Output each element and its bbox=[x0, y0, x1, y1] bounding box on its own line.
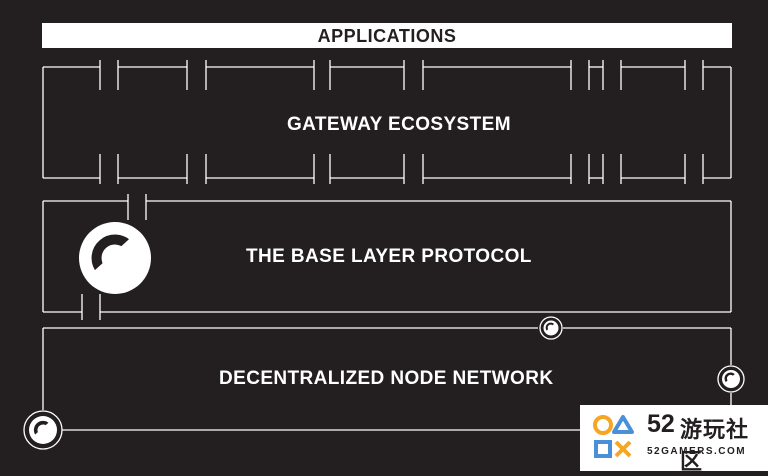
base-layer-label: THE BASE LAYER PROTOCOL bbox=[246, 246, 532, 267]
gateway-box-bottom-edge bbox=[43, 154, 731, 184]
watermark-logo bbox=[580, 405, 768, 471]
applications-bar: APPLICATIONS bbox=[42, 23, 732, 48]
watermark-number: 52 bbox=[647, 410, 675, 438]
protocol-logo-icon bbox=[79, 222, 151, 294]
node-icon-top bbox=[539, 316, 563, 340]
base-layer-box bbox=[42, 194, 732, 320]
node-icon-right bbox=[717, 365, 745, 393]
node-icon-bottom-left bbox=[23, 410, 63, 450]
gateway-ecosystem-label: GATEWAY ECOSYSTEM bbox=[287, 114, 511, 135]
applications-label: APPLICATIONS bbox=[317, 26, 457, 46]
watermark-domain: 52GAMERS.COM bbox=[647, 446, 747, 457]
node-network-label: DECENTRALIZED NODE NETWORK bbox=[219, 368, 554, 389]
node-network-box bbox=[42, 327, 732, 431]
watermark-chinese: 游玩社区 bbox=[680, 417, 750, 474]
gamepad-symbols-icon bbox=[593, 415, 634, 458]
gateway-box-top-edge bbox=[43, 60, 731, 90]
